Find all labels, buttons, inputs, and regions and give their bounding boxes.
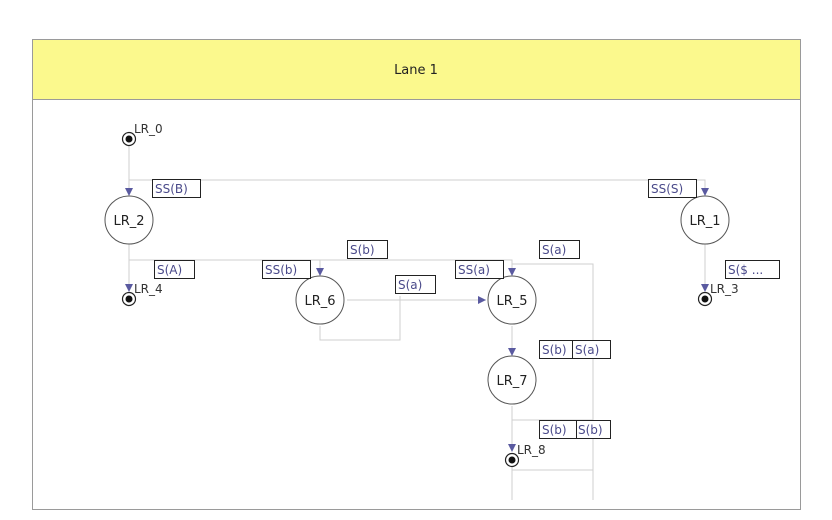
edge-label-ss-b-box	[262, 260, 311, 279]
edge-label-ss-B-text: SS(B)	[155, 182, 188, 196]
state-lr7-label: LR_7	[496, 374, 527, 389]
edge-label-ss-S[interactable]: SS(S)	[648, 179, 697, 198]
arrowhead-to-lr1	[701, 188, 709, 196]
terminal-lr3-label: LR_3	[710, 282, 739, 296]
states: LR_2 LR_1 LR_6 LR_5 LR_7	[104, 195, 730, 405]
edge-label-s-a-57-text: S(a)	[575, 343, 599, 357]
edge-label-s-b-top-box	[347, 240, 388, 259]
edge-label-s-A[interactable]: S(A)	[154, 260, 195, 279]
edge-label-s-b-78b-box	[576, 420, 611, 439]
edge-label-s-b-top-text: S(b)	[350, 243, 375, 257]
state-lr1[interactable]: LR_1	[680, 195, 730, 245]
edge-label-s-a-mid-text: S(a)	[398, 278, 422, 292]
edge-label-s-b-78b[interactable]: S(b)	[576, 420, 611, 439]
arrowhead-to-lr5-left	[478, 296, 486, 304]
terminal-lr8[interactable]: LR_8	[504, 443, 546, 468]
edge-lr2-lr1[interactable]	[128, 179, 706, 190]
edge-label-ss-a-text: SS(a)	[458, 263, 490, 277]
terminal-lr4-dot	[125, 295, 133, 303]
edge-label-s-b-78[interactable]: S(b)	[539, 420, 578, 439]
edge-lr2-lr5[interactable]	[320, 259, 513, 270]
state-lr1-label: LR_1	[689, 214, 720, 229]
edge-label-ss-S-text: SS(S)	[651, 182, 683, 196]
state-lr1-circle[interactable]	[680, 195, 730, 245]
edge-label-ss-B-box	[152, 179, 201, 198]
terminal-lr4[interactable]: LR_4	[121, 282, 163, 307]
edge-label-s-A-box	[154, 260, 195, 279]
arrowhead-to-lr2	[125, 188, 133, 196]
edge-label-s-dollar-box	[725, 260, 780, 279]
edge-label-s-a-mid[interactable]: S(a)	[395, 275, 436, 294]
lane-title: Lane 1	[394, 63, 438, 78]
edge-label-ss-B[interactable]: SS(B)	[152, 179, 201, 198]
arrowhead-to-lr7	[508, 348, 516, 356]
edge-label-s-a-57-box	[572, 340, 611, 359]
state-lr6[interactable]: LR_6	[295, 275, 345, 325]
arrowhead-to-lr8	[508, 444, 516, 452]
edge-label-s-A-text: S(A)	[157, 263, 182, 277]
edge-label-s-b-57[interactable]: S(b)	[539, 340, 574, 359]
edge-label-ss-a[interactable]: SS(a)	[455, 260, 504, 279]
state-lr7-circle[interactable]	[487, 355, 537, 405]
edge-label-ss-S-box	[648, 179, 697, 198]
terminal-lr0-label: LR_0	[134, 122, 163, 136]
state-lr5[interactable]: LR_5	[487, 275, 537, 325]
edge-label-s-a-57[interactable]: S(a)	[572, 340, 611, 359]
arrowheads	[125, 188, 709, 452]
edge-label-s-b-top[interactable]: S(b)	[347, 240, 388, 259]
terminal-lr8-dot	[508, 456, 516, 464]
edge-label-s-b-78b-text: S(b)	[578, 423, 603, 437]
edge-label-ss-b[interactable]: SS(b)	[262, 260, 311, 279]
lane-header[interactable]	[32, 39, 801, 100]
state-lr5-circle[interactable]	[487, 275, 537, 325]
arrowhead-to-lr3	[701, 284, 709, 292]
edge-label-s-b-78-text: S(b)	[542, 423, 567, 437]
state-lr6-circle[interactable]	[295, 275, 345, 325]
terminal-lr3[interactable]: LR_3	[697, 282, 739, 307]
edge-label-s-a-top[interactable]: S(a)	[539, 240, 580, 259]
lane-body	[32, 39, 801, 510]
edge-label-s-dollar[interactable]: S($ ...	[725, 260, 780, 279]
state-lr2-label: LR_2	[113, 214, 144, 229]
edge-label-s-b-57-text: S(b)	[542, 343, 567, 357]
terminal-lr8-label: LR_8	[517, 443, 546, 457]
edge-label-ss-a-box	[455, 260, 504, 279]
terminal-lr0-dot	[125, 135, 133, 143]
state-lr2-circle[interactable]	[104, 195, 154, 245]
state-lr6-label: LR_6	[304, 294, 335, 309]
arrowhead-to-lr6	[316, 268, 324, 276]
edge-label-s-a-top-text: S(a)	[542, 243, 566, 257]
edge-label-s-dollar-text: S($ ...	[728, 263, 763, 277]
arrowhead-to-lr4	[125, 284, 133, 292]
terminal-lr3-dot	[701, 295, 709, 303]
edge-label-ss-b-text: SS(b)	[265, 263, 297, 277]
lane: Lane 1	[32, 39, 801, 510]
state-lr5-label: LR_5	[496, 294, 527, 309]
terminal-lr0[interactable]: LR_0	[121, 122, 163, 147]
terminals: LR_0 LR_4 LR_3 LR_8	[121, 122, 739, 468]
edge-lr6-loop[interactable]	[319, 296, 401, 341]
state-lr2[interactable]: LR_2	[104, 195, 154, 245]
edge-labels: SS(B) SS(S) S(b) S(a) S(A) SS(b) SS(a)	[152, 179, 780, 439]
arrowhead-to-lr5-top	[508, 268, 516, 276]
edge-label-s-a-top-box	[539, 240, 580, 259]
terminal-lr4-label: LR_4	[134, 282, 163, 296]
edge-label-s-a-mid-box	[395, 275, 436, 294]
state-lr7[interactable]: LR_7	[487, 355, 537, 405]
